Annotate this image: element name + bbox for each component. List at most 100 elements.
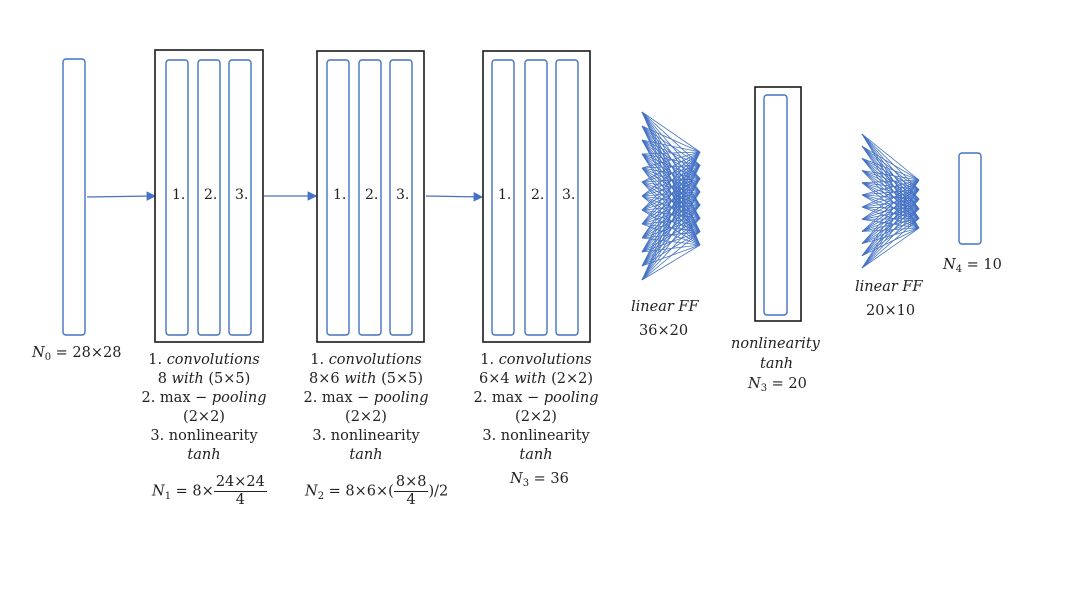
nonlinearity-stage [754, 86, 802, 322]
linear-ff-1-connections [641, 111, 701, 281]
ff-connection [641, 231, 701, 281]
ff-connection [861, 208, 920, 257]
stage-3 [482, 50, 591, 343]
ff-connection [641, 204, 701, 281]
ff-connection [641, 111, 701, 153]
stage-1-layer-2-label: 2. [204, 187, 218, 203]
ff-connection [861, 218, 920, 257]
stage-2-layer-3-label: 3. [396, 187, 410, 203]
nonlinearity-size: N3 = 20 [748, 376, 807, 394]
stage-1-layer-1 [165, 59, 189, 336]
linear-ff-2-label: linear FF [855, 279, 923, 295]
stage-3-description: 1. convolutions 6×4 with (2×2) 2. max − … [473, 352, 599, 463]
ff-connection [861, 189, 920, 257]
ff-connection [641, 244, 701, 281]
stage-3-layer-3 [555, 59, 579, 336]
ff-connection [641, 191, 701, 281]
stage-1-layer-3 [228, 59, 252, 336]
ff-connection [861, 179, 920, 184]
ff-connection [861, 179, 920, 208]
linear-ff-2-size: 20×10 [866, 303, 916, 319]
ff-connection [861, 218, 920, 244]
stage-3-layer-3-label: 3. [562, 187, 576, 203]
stage-1-layer-2 [197, 59, 221, 336]
ff-connection [641, 178, 701, 281]
arrow-stage2-to-stage3 [425, 192, 484, 202]
ff-connection [861, 218, 920, 232]
stage-2-layer-1-label: 1. [333, 187, 347, 203]
ff-connection [641, 151, 701, 281]
ff-connection [641, 151, 701, 211]
ff-connection [861, 179, 920, 257]
input-size-label: N0 = 28×28 [32, 345, 122, 363]
stage-2-layer-3 [389, 59, 413, 336]
output-size-label: N4 = 10 [943, 257, 1002, 275]
ff-connection [641, 139, 701, 153]
ff-connection [861, 189, 920, 269]
ff-connection [641, 151, 701, 253]
ff-connection [861, 208, 920, 244]
stage-3-frame [482, 50, 591, 343]
linear-ff-1-size: 36×20 [639, 323, 689, 339]
nonlinearity-function: tanh [760, 356, 794, 372]
stage-3-size-formula: N3 = 36 [510, 471, 569, 489]
ff-connection [641, 151, 701, 169]
nonlinearity-frame [754, 86, 802, 322]
ff-connection [861, 179, 920, 244]
linear-ff-1-label: linear FF [631, 299, 699, 315]
ff-connection [861, 198, 920, 244]
ff-connection [861, 208, 920, 269]
ff-connection [861, 198, 920, 269]
ff-connection [641, 151, 701, 267]
ff-connection [641, 151, 701, 197]
stage-2-frame [316, 50, 425, 343]
stage-1-layer-3-label: 3. [235, 187, 249, 203]
stage-2 [316, 50, 425, 343]
stage-2-description: 1. convolutions 8×6 with (5×5) 2. max − … [303, 352, 429, 463]
ff-connection [861, 227, 920, 269]
stage-3-layer-1 [491, 59, 515, 336]
ff-connection [641, 218, 701, 281]
ff-connection [861, 189, 920, 232]
stage-2-layer-1 [326, 59, 350, 336]
ff-connection [861, 198, 920, 232]
ff-connection [641, 151, 701, 155]
ff-connection [861, 179, 920, 196]
ff-connection [861, 218, 920, 269]
ff-connection [861, 158, 920, 181]
ff-connection [641, 151, 701, 183]
nonlinearity-label: nonlinearity [731, 336, 820, 352]
ff-connection [861, 179, 920, 232]
ff-connection [641, 165, 701, 281]
ff-connection [641, 125, 701, 153]
stage-1-description: 1. convolutions 8 with (5×5) 2. max − po… [141, 352, 267, 463]
ff-connection [641, 151, 701, 239]
stage-1 [154, 49, 264, 343]
ff-connection [861, 179, 920, 220]
stage-2-layer-2-label: 2. [365, 187, 379, 203]
stage-3-layer-2-label: 2. [531, 187, 545, 203]
linear-ff-2-connections [861, 133, 920, 269]
ff-connection [861, 208, 920, 232]
output-layer [958, 152, 982, 245]
stage-1-frame [154, 49, 264, 343]
input-layer [62, 58, 86, 336]
stage-3-layer-1-label: 1. [498, 187, 512, 203]
ff-connection [861, 227, 920, 244]
ff-connection [861, 227, 920, 232]
arrow-input-to-stage1 [86, 191, 157, 201]
ff-connection [861, 133, 920, 181]
ff-connection [641, 151, 701, 225]
stage-2-layer-2 [358, 59, 382, 336]
ff-connection [861, 189, 920, 244]
ff-connection [861, 145, 920, 181]
ff-connection [861, 179, 920, 269]
ff-connection [861, 170, 920, 181]
nonlinearity-layer [763, 94, 788, 316]
stage-1-layer-1-label: 1. [172, 187, 186, 203]
